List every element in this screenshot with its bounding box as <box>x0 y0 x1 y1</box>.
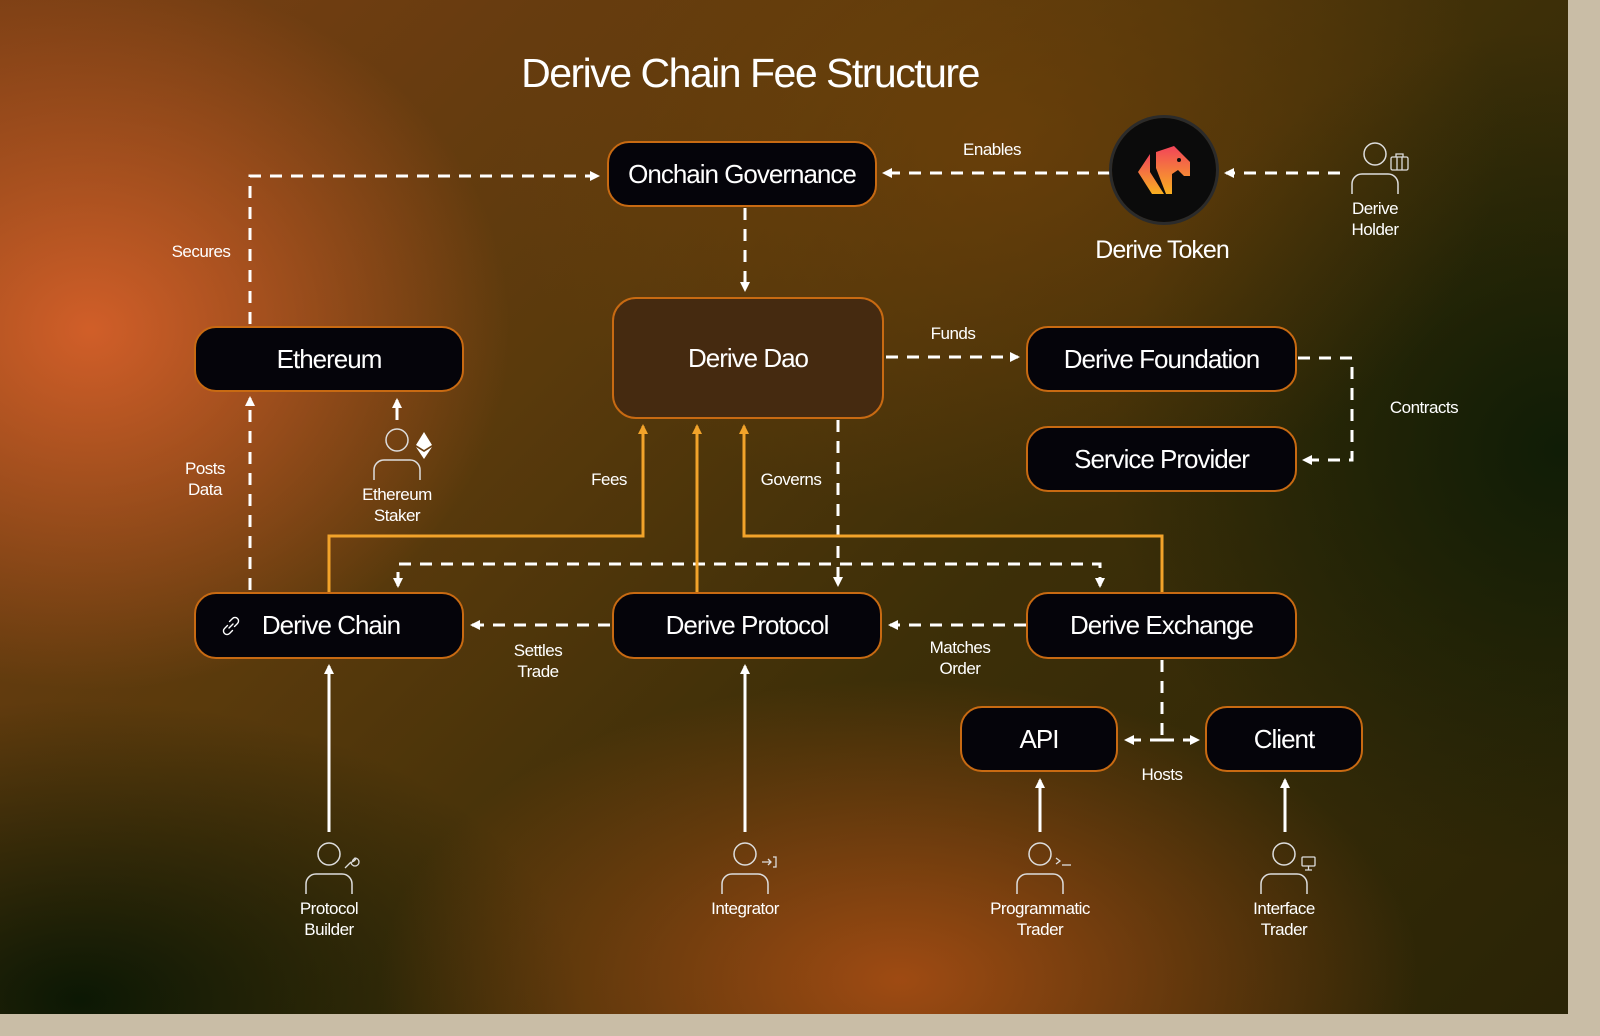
derive-token[interactable] <box>1112 118 1216 222</box>
edge-label-fees: Fees <box>591 470 627 489</box>
actor-name: Ethereum Staker <box>337 484 457 526</box>
actor-name-line: Trader <box>1016 920 1064 939</box>
edge-label-line: Matches <box>929 638 991 657</box>
node-label: Derive Dao <box>687 342 809 373</box>
derive-logo-icon <box>1138 146 1190 194</box>
actor-name: Integrator <box>685 898 805 919</box>
node-derive-protocol[interactable]: Derive Protocol <box>612 592 882 659</box>
edge-label-funds: Funds <box>930 324 976 343</box>
node-label: Derive Exchange <box>1070 610 1254 640</box>
monitor-icon <box>1301 856 1316 871</box>
link-icon <box>222 616 240 636</box>
actor-name: Programmatic Trader <box>980 898 1100 940</box>
node-ethereum[interactable]: Ethereum <box>194 326 464 392</box>
actor-name: Derive Holder <box>1315 198 1435 240</box>
ethereum-icon <box>416 432 432 459</box>
person-icon <box>373 428 432 480</box>
node-derive-chain[interactable]: Derive Chain <box>194 592 464 659</box>
node-derive-dao[interactable]: Derive Dao <box>612 297 884 419</box>
actor-name-line: Derive <box>1351 199 1399 218</box>
edge-label-governs: Governs <box>760 470 822 489</box>
edge-label-enables: Enables <box>963 140 1021 159</box>
briefcase-icon <box>1390 153 1409 171</box>
edge-label-line: Posts <box>184 459 226 478</box>
person-icon <box>1351 142 1409 194</box>
node-derive-foundation[interactable]: Derive Foundation <box>1026 326 1297 392</box>
edge-label-posts-data: Posts Data <box>184 458 226 500</box>
actor-programmatic-trader[interactable]: Programmatic Trader <box>980 840 1100 940</box>
node-label: Service Provider <box>1074 443 1250 474</box>
actor-name-line: Builder <box>304 920 354 939</box>
edge-secures <box>248 171 600 324</box>
actor-name-line: Protocol <box>299 899 359 918</box>
actor-name: Interface Trader <box>1224 898 1344 940</box>
node-api[interactable]: API <box>960 706 1118 772</box>
node-client[interactable]: Client <box>1205 706 1363 772</box>
node-label: Derive Chain <box>261 610 401 640</box>
actor-name-line: Staker <box>373 506 421 525</box>
derive-token-label: Derive Token <box>1095 236 1229 264</box>
node-service-provider[interactable]: Service Provider <box>1026 426 1297 492</box>
edge-fees-exchange <box>739 424 1164 592</box>
node-label: Derive Protocol <box>665 610 830 640</box>
edge-label-contracts: Contracts <box>1389 398 1459 417</box>
node-label: API <box>1019 723 1060 754</box>
actor-name-line: Trader <box>1260 920 1308 939</box>
actor-name-line: Programmatic <box>990 899 1090 918</box>
actor-name-line: Integrator <box>711 899 779 918</box>
person-icon <box>1260 842 1316 894</box>
edge-label-secures: Secures <box>171 242 231 261</box>
edge-contracts <box>1298 356 1354 465</box>
node-label: Derive Foundation <box>1063 343 1260 374</box>
node-derive-exchange[interactable]: Derive Exchange <box>1026 592 1297 659</box>
connector-layer <box>245 168 1354 832</box>
edge-label-line: Trade <box>517 662 559 681</box>
edge-label-line: Data <box>188 480 222 499</box>
actor-ethereum-staker[interactable]: Ethereum Staker <box>337 426 457 526</box>
node-label: Onchain Governance <box>628 158 857 189</box>
wrench-icon <box>344 857 360 869</box>
actor-name: Protocol Builder <box>269 898 389 940</box>
person-icon <box>305 842 360 894</box>
actor-name-line: Interface <box>1253 899 1315 918</box>
edge-label-line: Settles <box>513 641 563 660</box>
node-label: Client <box>1253 723 1315 754</box>
page-title: Derive Chain Fee Structure <box>521 50 980 96</box>
edge-label-matches-order: Matches Order <box>930 637 991 679</box>
actor-integrator[interactable]: Integrator <box>685 840 805 919</box>
diagram-canvas: Derive Chain Fee Structure Onchain Gover… <box>0 0 1568 1014</box>
actor-derive-holder[interactable]: Derive Holder <box>1315 140 1435 240</box>
edge-label-line: Order <box>939 659 981 678</box>
actor-protocol-builder[interactable]: Protocol Builder <box>269 840 389 940</box>
edge-fees-chain <box>327 424 648 592</box>
node-onchain-governance[interactable]: Onchain Governance <box>607 141 877 207</box>
edge-label-hosts: Hosts <box>1141 765 1183 784</box>
actor-interface-trader[interactable]: Interface Trader <box>1224 840 1344 940</box>
login-arrow-icon <box>762 856 777 868</box>
person-icon <box>1016 842 1071 894</box>
person-icon <box>721 842 777 894</box>
edge-label-settles-trade: Settles Trade <box>513 640 563 682</box>
actor-name-line: Holder <box>1351 220 1399 239</box>
terminal-icon <box>1055 857 1071 866</box>
node-label: Ethereum <box>276 343 383 374</box>
actor-name-line: Ethereum <box>362 485 432 504</box>
edge-governs-branch <box>396 562 1102 584</box>
